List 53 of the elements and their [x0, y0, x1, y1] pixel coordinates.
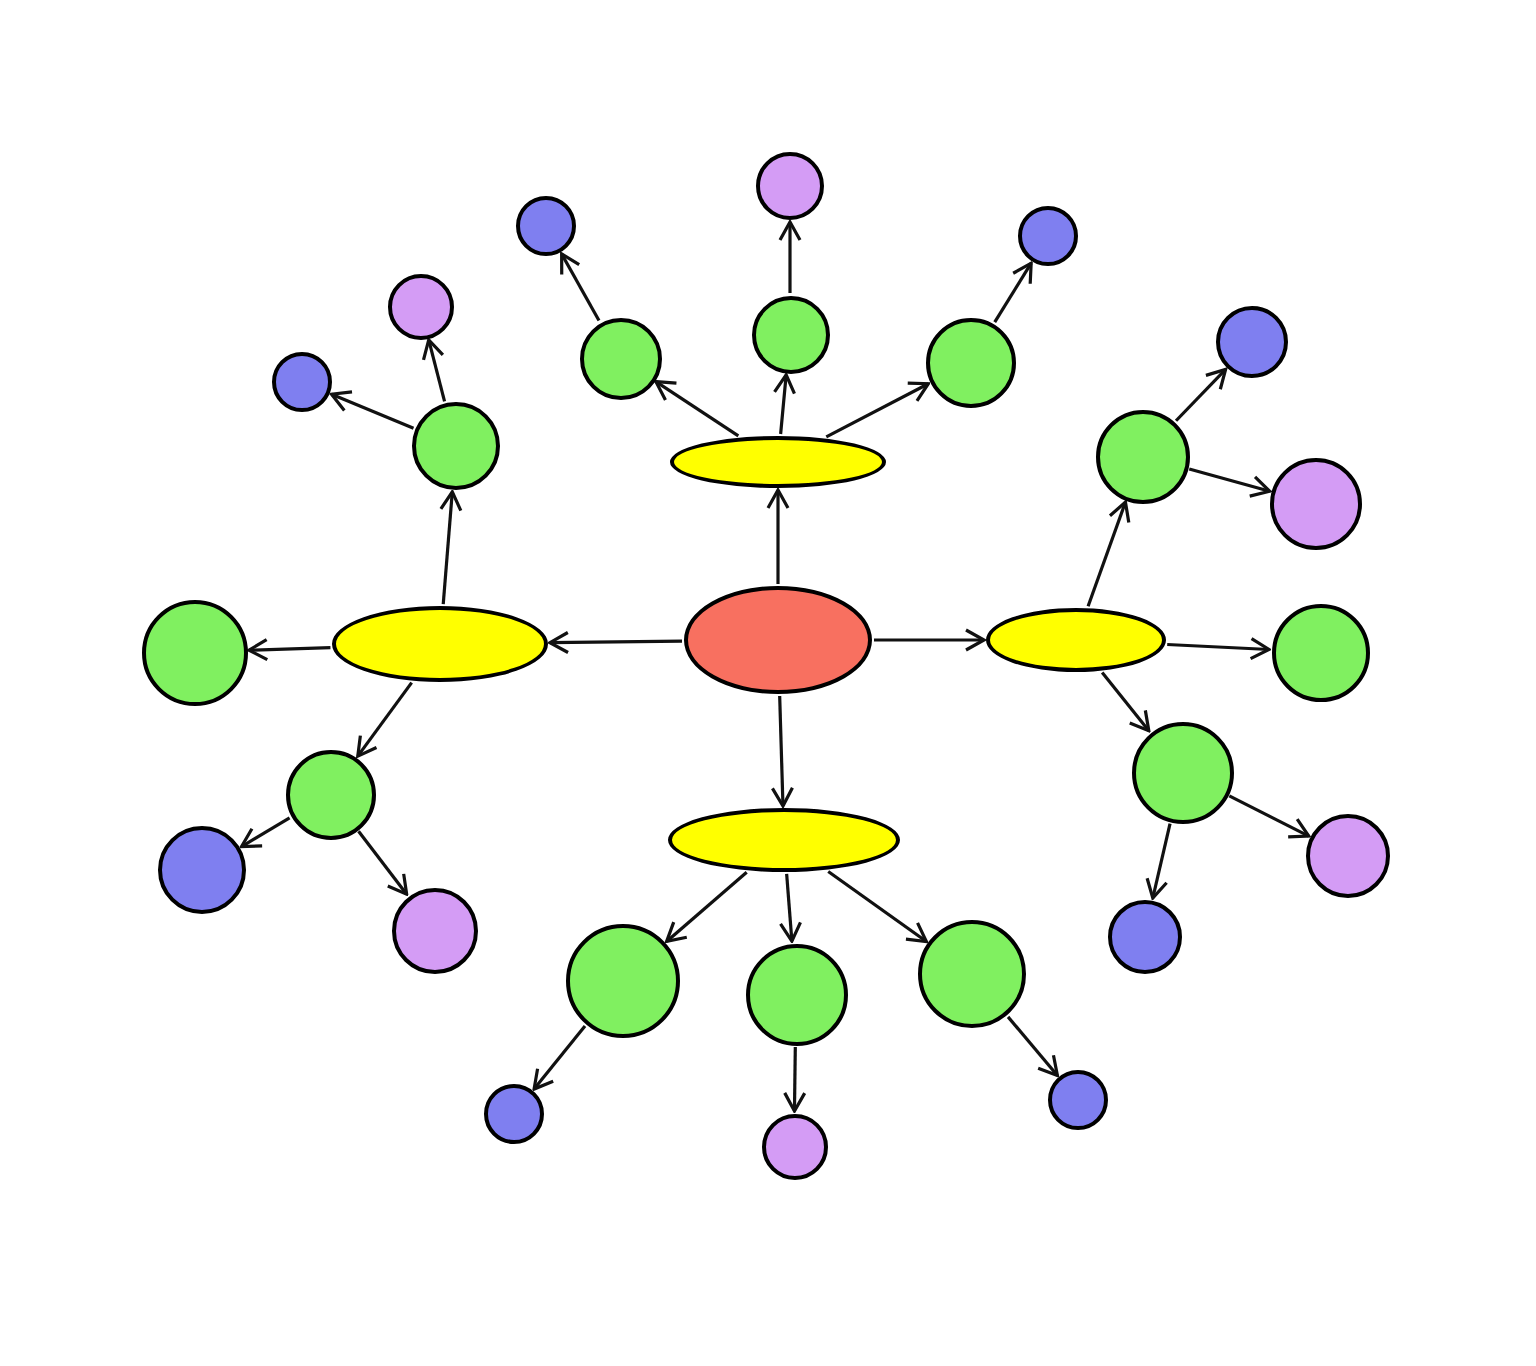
circle-node	[158, 826, 246, 914]
circle-node	[1048, 1070, 1108, 1130]
circle-node	[918, 920, 1026, 1028]
circle-node	[387, 273, 453, 339]
circle-node	[516, 196, 576, 256]
arrow	[825, 381, 930, 439]
circle-node	[285, 749, 375, 839]
circle-node	[1095, 409, 1189, 503]
circle-node	[412, 402, 500, 490]
arrow	[778, 873, 803, 943]
arrow	[1167, 637, 1271, 661]
arrow	[1145, 823, 1172, 900]
circle-node	[1018, 206, 1078, 266]
circle-node	[1270, 458, 1362, 550]
arrow	[532, 1024, 587, 1091]
arrow	[1228, 794, 1311, 839]
arrow	[239, 816, 291, 849]
arrow	[560, 252, 601, 322]
arrow	[439, 490, 463, 605]
circle-node	[761, 1113, 827, 1179]
arrow	[766, 488, 790, 584]
circle-node	[1131, 721, 1233, 823]
arrow	[874, 628, 986, 652]
circle-node	[1216, 306, 1288, 378]
circle-node	[925, 317, 1015, 407]
circle-node	[1107, 899, 1181, 973]
circle-node	[756, 152, 824, 220]
arrow	[654, 380, 740, 438]
arrow	[247, 638, 331, 662]
circle-node	[391, 887, 477, 973]
arrow	[329, 390, 415, 430]
arrow	[356, 681, 413, 758]
arrow	[1006, 1015, 1059, 1078]
arrow	[827, 870, 928, 944]
circle-node	[1306, 814, 1390, 898]
arrow	[783, 1046, 807, 1113]
circle-node	[272, 352, 332, 412]
arrow	[1100, 671, 1151, 733]
arrow	[421, 338, 447, 402]
arrow	[1174, 367, 1228, 422]
arrow	[778, 220, 802, 293]
circle-node	[565, 923, 679, 1037]
circle-node	[579, 317, 661, 399]
arrow	[772, 373, 797, 435]
circle-node	[484, 1084, 544, 1144]
circle-node	[751, 295, 829, 373]
arrow	[357, 830, 409, 896]
arrow	[1188, 467, 1272, 498]
arrow	[1086, 500, 1131, 607]
arrow	[993, 261, 1033, 323]
arrow	[548, 630, 683, 655]
arrow	[665, 871, 748, 943]
arrow	[770, 695, 795, 808]
